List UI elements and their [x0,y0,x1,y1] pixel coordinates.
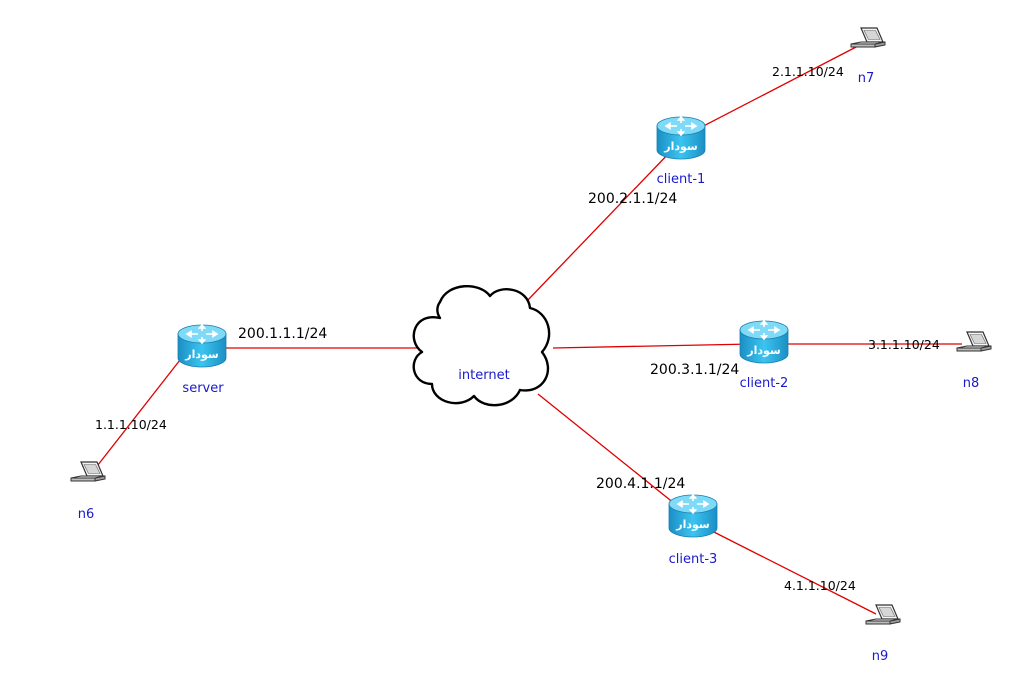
laptop-icon [850,27,886,48]
router-icon: سودار [656,116,706,160]
client1-lan-address: 2.1.1.10/24 [772,64,844,79]
link-internet-client3[interactable] [537,393,681,509]
server-wan-address: 200.1.1.1/24 [238,326,327,342]
router-icon: سودار [177,324,227,368]
n7-label: n7 [858,71,875,86]
n8-host[interactable]: n8 [956,331,992,391]
link-internet-client2[interactable] [552,343,753,349]
n6-host[interactable]: n6 [70,461,106,522]
link-server-n6[interactable] [93,359,181,471]
client2-lan-address: 3.1.1.10/24 [868,337,940,352]
cloud-icon [412,284,551,407]
client3-wan-address: 200.4.1.1/24 [596,476,685,492]
server-router[interactable]: سودار server [177,324,227,396]
n6-label: n6 [78,507,95,522]
router-icon: سودار [739,320,789,364]
laptop-icon [865,604,901,625]
router-badge-text: سودار [746,344,780,357]
laptop-icon [70,461,106,482]
client1-router[interactable]: سودار client-1 [656,116,706,187]
link-client3-n9[interactable] [705,527,877,615]
links [93,45,962,615]
client2-router[interactable]: سودار client-2 [739,320,789,391]
server-lan-address: 1.1.1.10/24 [95,417,167,432]
client1-wan-address: 200.2.1.1/24 [588,191,677,207]
n8-label: n8 [963,376,980,391]
n7-host[interactable]: n7 [850,27,886,86]
client3-label: client-3 [669,552,718,567]
router-icon: سودار [668,494,718,538]
router-badge-text: سودار [663,140,697,153]
address-labels: 200.1.1.1/24 1.1.1.10/24 200.2.1.1/24 2.… [95,64,940,593]
internet-node[interactable]: internet [412,284,551,407]
client2-label: client-2 [740,376,789,391]
n9-host[interactable]: n9 [865,604,901,664]
client3-lan-address: 4.1.1.10/24 [784,578,856,593]
router-badge-text: سودار [184,348,218,361]
link-internet-client1[interactable] [525,149,673,303]
server-label: server [182,381,224,396]
n9-label: n9 [872,649,889,664]
router-badge-text: سودار [675,518,709,531]
client1-label: client-1 [657,172,706,187]
client2-wan-address: 200.3.1.1/24 [650,362,739,378]
internet-label: internet [458,368,509,383]
laptop-icon [956,331,992,352]
link-client1-n7[interactable] [689,45,859,134]
client3-router[interactable]: سودار client-3 [668,494,718,567]
